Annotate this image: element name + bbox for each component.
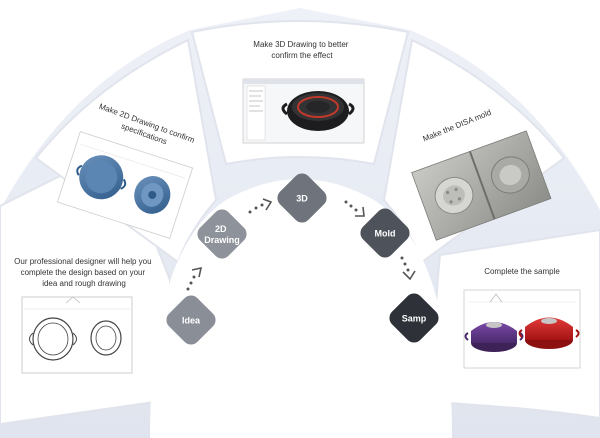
caption-sample-line-1: Complete the sample xyxy=(484,267,560,276)
node-mold-label: Mold xyxy=(375,229,396,239)
node-idea: Idea xyxy=(166,295,216,345)
node-mold: Mold xyxy=(360,208,410,258)
node-3d-label-line-1: 3D xyxy=(296,194,308,204)
node-2d-drawing-label: 2D Drawing xyxy=(204,224,240,245)
connector-mold-to-sample xyxy=(400,256,416,281)
node-2d-drawing-shape xyxy=(197,209,247,259)
panel-3d-drawing: Make 3D Drawing to better confirm the ef… xyxy=(190,20,410,166)
connector-2d-to-3d xyxy=(248,198,273,214)
node-sample: Samp xyxy=(389,293,439,343)
panel-sample: Complete the sample xyxy=(433,228,600,420)
node-3d: 3D xyxy=(277,173,327,223)
caption-idea-line-3: idea and rough drawing xyxy=(42,279,126,288)
caption-idea: Our professional designer will help you … xyxy=(14,257,154,288)
caption-3d-drawing-line-1: Make 3D Drawing to better xyxy=(253,40,348,49)
node-idea-label: Idea xyxy=(182,316,201,326)
panel-mold: Make the DISA mold xyxy=(382,38,566,264)
node-sample-label: Samp xyxy=(402,314,427,324)
node-3d-label: 3D xyxy=(296,194,308,204)
2d-drawing-image xyxy=(56,131,194,239)
node-2d-drawing-label-line-1: 2D xyxy=(215,224,227,234)
node-mold-shape xyxy=(360,208,410,258)
node-mold-label-line-1: Mold xyxy=(375,229,396,239)
caption-3d-drawing: Make 3D Drawing to better confirm the ef… xyxy=(253,40,350,60)
connector-3d-to-mold xyxy=(344,200,365,217)
connector-idea-to-2d xyxy=(186,266,203,291)
node-idea-label-line-1: Idea xyxy=(182,316,201,326)
caption-idea-line-2: complete the design based on your xyxy=(21,268,146,277)
3d-drawing-image xyxy=(242,78,365,144)
caption-sample: Complete the sample xyxy=(484,267,560,276)
node-sample-label-line-1: Samp xyxy=(402,314,427,324)
sample-image xyxy=(463,289,581,369)
node-idea-shape xyxy=(166,295,216,345)
panel-2d-drawing: Make 2D Drawing to confirm specification… xyxy=(34,38,218,264)
caption-3d-drawing-line-2: confirm the effect xyxy=(271,51,333,60)
node-sample-shape xyxy=(389,293,439,343)
node-2d-drawing: 2D Drawing xyxy=(197,209,247,259)
node-2d-drawing-label-line-2: Drawing xyxy=(204,235,240,245)
mold-image xyxy=(411,130,552,241)
rough-sketch-image xyxy=(21,296,133,374)
node-3d-shape xyxy=(277,173,327,223)
caption-idea-line-1: Our professional designer will help you xyxy=(14,257,151,266)
